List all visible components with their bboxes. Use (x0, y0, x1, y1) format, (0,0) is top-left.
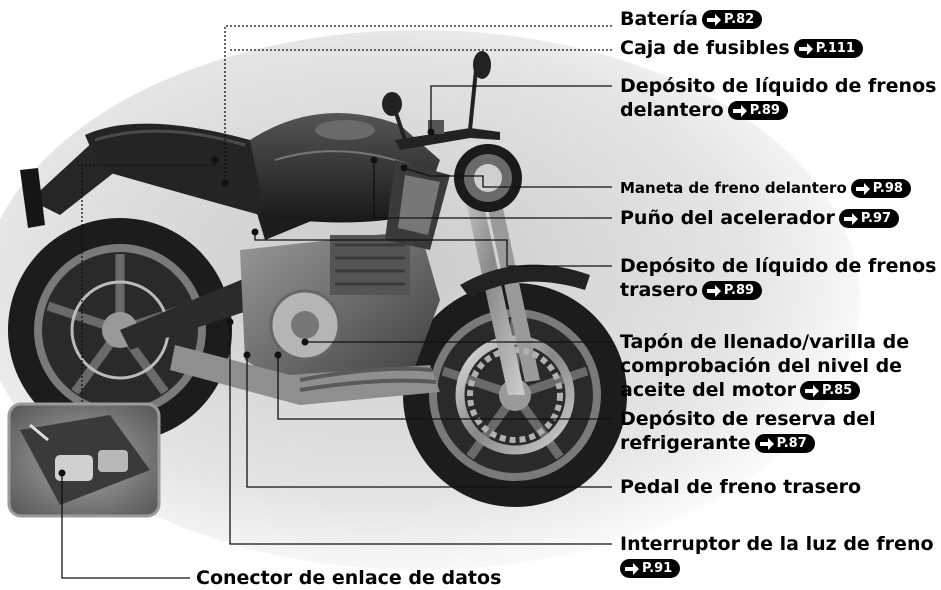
label-pedal-freno: Pedal de freno trasero (620, 476, 862, 498)
arrow-right-icon (706, 284, 721, 297)
page-ref-badge[interactable]: P.85 (800, 381, 861, 400)
arrow-right-icon (798, 42, 813, 55)
page-ref-badge[interactable]: P.91 (620, 559, 681, 578)
arrow-right-icon (759, 437, 774, 450)
page-ref-badge[interactable]: P.111 (793, 39, 863, 58)
page-ref-badge[interactable]: P.89 (701, 281, 763, 300)
label-conector-datos: Conector de enlace de datos (196, 567, 502, 589)
mirror-left (382, 92, 402, 116)
page-ref-badge[interactable]: P.82 (701, 10, 763, 29)
arrow-right-icon (855, 182, 870, 195)
leader-dots (58, 128, 435, 477)
mirror-right (473, 51, 491, 79)
exhaust (170, 345, 440, 405)
inset-photo (7, 402, 161, 518)
page-ref-badge[interactable]: P.97 (838, 209, 900, 228)
arrow-right-icon (732, 104, 747, 117)
arrow-right-icon (625, 562, 639, 575)
arrow-right-icon (805, 384, 820, 397)
arrow-right-icon (843, 212, 858, 225)
front-fender (460, 264, 590, 298)
arrow-right-icon (706, 13, 721, 26)
handlebar (395, 128, 500, 150)
seat (85, 123, 285, 215)
leader-lines (61, 25, 612, 579)
swingarm (120, 270, 280, 350)
brake-disc (467, 347, 563, 443)
license-plate-bracket (20, 168, 45, 228)
label-interruptor-luz: Interruptor de la luz de freno P.91 (620, 533, 934, 578)
page-ref-badge[interactable]: P.87 (754, 434, 815, 453)
page-ref-badge[interactable]: P.98 (850, 179, 911, 198)
label-tapon-aceite: Tapón de llenado/varilla de comprobación… (620, 331, 910, 401)
page-ref-badge[interactable]: P.89 (727, 101, 788, 120)
